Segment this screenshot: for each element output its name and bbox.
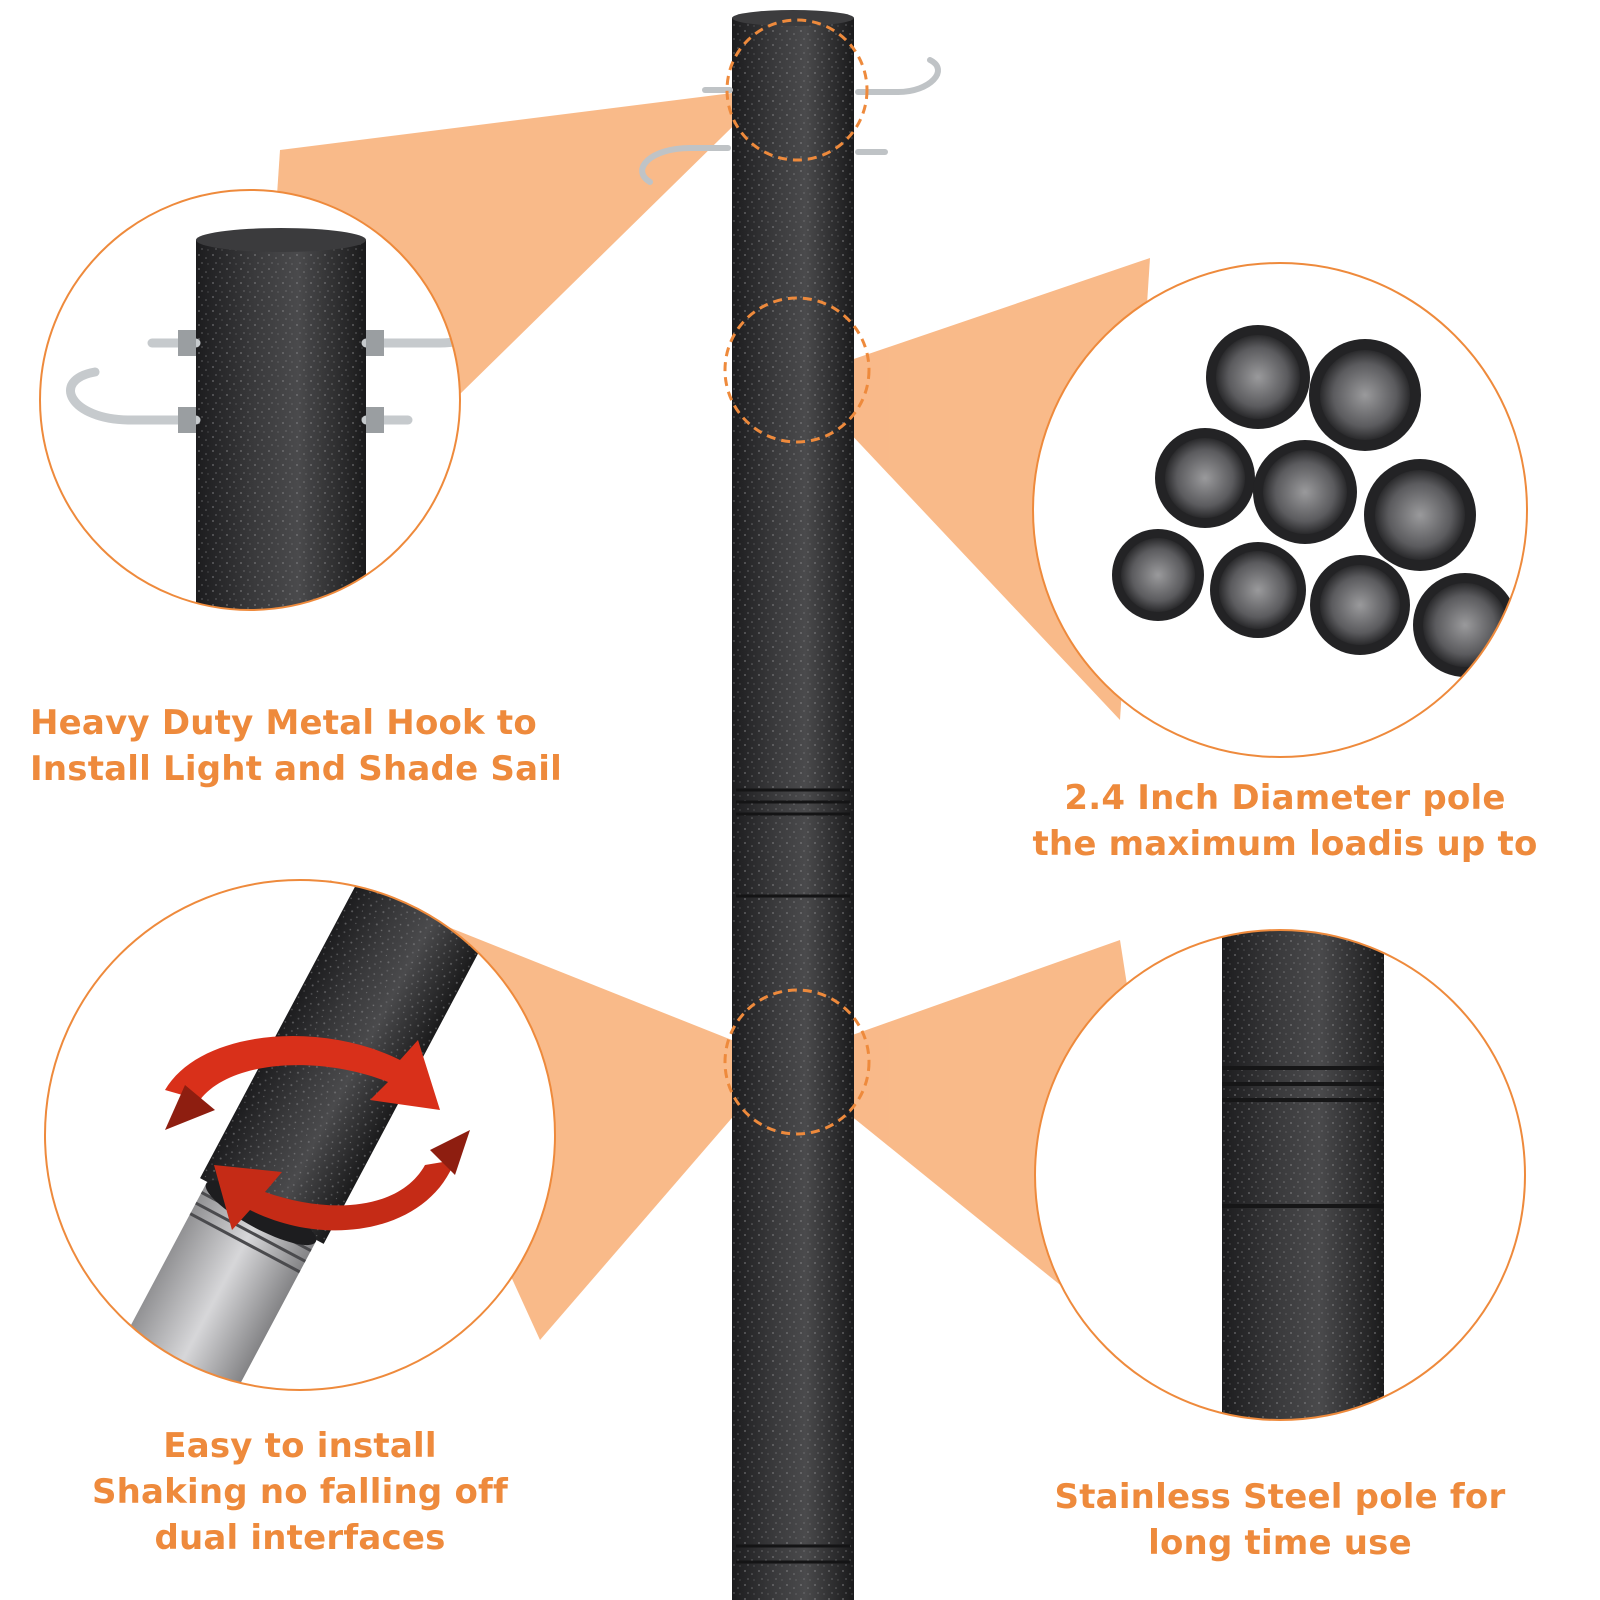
focus-marker-joint	[723, 988, 871, 1136]
detail-circle-hooks	[39, 189, 461, 611]
detail-circle-tube-stack	[1032, 262, 1528, 758]
pole-joint-rings	[736, 788, 850, 1564]
focus-markers	[723, 18, 871, 1136]
caption-install-line-2: Shaking no falling off	[91, 1472, 509, 1512]
caption-hook-line-1: Heavy Duty Metal Hook to	[30, 703, 537, 743]
caption-hook-line-2: Install Light and Shade Sail	[30, 749, 562, 789]
caption-diameter-line-1: 2.4 Inch Diameter pole	[1064, 778, 1506, 818]
caption-hook: Heavy Duty Metal Hook to Install Light a…	[30, 700, 562, 792]
caption-install: Easy to install Shaking no falling off d…	[80, 1423, 520, 1561]
caption-diameter-line-2: the maximum loadis up to	[1032, 824, 1538, 864]
caption-steel-line-1: Stainless Steel pole for	[1054, 1477, 1506, 1517]
focus-marker-hooks	[725, 18, 869, 162]
detail-circle-install	[44, 879, 556, 1391]
caption-install-line-1: Easy to install	[163, 1426, 437, 1466]
detail-circle-steel	[1034, 929, 1526, 1421]
caption-steel-line-2: long time use	[1148, 1523, 1412, 1563]
metal-hook-icon	[639, 57, 941, 185]
caption-install-line-3: dual interfaces	[154, 1518, 446, 1558]
main-pole	[639, 10, 941, 1600]
caption-diameter: 2.4 Inch Diameter pole the maximum loadi…	[1030, 775, 1540, 867]
tube-stack-icon	[1112, 325, 1517, 677]
caption-steel: Stainless Steel pole for long time use	[1040, 1474, 1520, 1566]
focus-marker-diameter	[723, 296, 871, 444]
rotate-arrows-icon	[165, 1036, 470, 1231]
